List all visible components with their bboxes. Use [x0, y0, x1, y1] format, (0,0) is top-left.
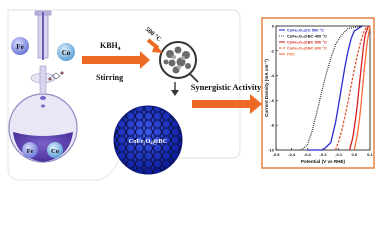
y-tick-label: -2: [270, 48, 274, 53]
product-label: CoFe₂O₄@BC: [129, 138, 168, 145]
series-line: [348, 25, 370, 151]
x-tick-label: 0.1: [367, 152, 373, 157]
svg-text:Co: Co: [51, 148, 59, 155]
svg-text:Fe: Fe: [27, 148, 34, 155]
reagent-label: KBH4: [100, 41, 121, 52]
series-line: [334, 25, 368, 151]
y-tick-label: 0: [272, 24, 275, 29]
temperature-arrow: 500 °C: [144, 26, 163, 53]
synergy-label: Synergistic Activity: [191, 82, 262, 92]
stirring-label: Stirring: [96, 73, 123, 82]
lsv-chart-panel: -0.5 -0.4 -0.3 -0.2 -0.1 0.0 0.1 0 -2 -4 -6 -8 -10Po…: [261, 17, 375, 169]
legend-label: CoFe₂O₄@BC 600 °C: [287, 46, 327, 51]
lsv-chart: -0.5 -0.4 -0.3 -0.2 -0.1 0.0 0.1 0 -2 -4 -6 -8 -10Po…: [264, 24, 374, 165]
reaction-flask: [8, 10, 78, 163]
legend-label: Pt/C: [287, 52, 295, 57]
x-axis-label: Potential (V vs RHE): [301, 159, 346, 164]
svg-text:Fe: Fe: [16, 43, 23, 51]
product-sphere: CoFe₂O₄@BC: [113, 105, 183, 175]
y-tick-label: -10: [268, 148, 275, 153]
co-ion-bottom: Co: [47, 142, 63, 158]
y-tick-label: -8: [270, 123, 274, 128]
fe-ion-top: Fe: [11, 37, 29, 55]
kbh4-stirring-arrow: KBH4 Stirring: [82, 41, 150, 82]
legend-label: CoFe₂O₄@BC 400 °C: [287, 34, 327, 39]
x-tick-label: -0.2: [320, 152, 328, 157]
series-line: [353, 25, 371, 151]
svg-text:Co: Co: [62, 49, 71, 57]
fe-ion-bottom: Fe: [22, 142, 38, 158]
x-tick-label: 0.0: [352, 152, 358, 157]
x-tick-label: -0.3: [304, 152, 312, 157]
temperature-label: 500 °C: [144, 26, 163, 44]
y-axis-label: Current Density (mA cm⁻²): [264, 59, 269, 117]
legend-label: CoFe₂O₄@BC 500 °C: [287, 40, 327, 45]
x-tick-label: -0.1: [335, 152, 343, 157]
molecule-icon: [48, 71, 64, 81]
x-tick-label: -0.5: [273, 152, 281, 157]
synergy-arrow: Synergistic Activity: [191, 82, 262, 114]
legend-label: CoFe₂O₄@C 500 °C: [287, 28, 324, 33]
co-ion-top: Co: [57, 43, 75, 61]
y-tick-label: -4: [270, 73, 274, 78]
y-tick-label: -6: [270, 98, 274, 103]
graphical-abstract: Fe Co Fe Co KBH4 Stirring: [7, 9, 375, 181]
series-line: [307, 25, 363, 151]
nanoparticle-sample: [159, 41, 199, 83]
x-tick-label: -0.4: [288, 152, 296, 157]
